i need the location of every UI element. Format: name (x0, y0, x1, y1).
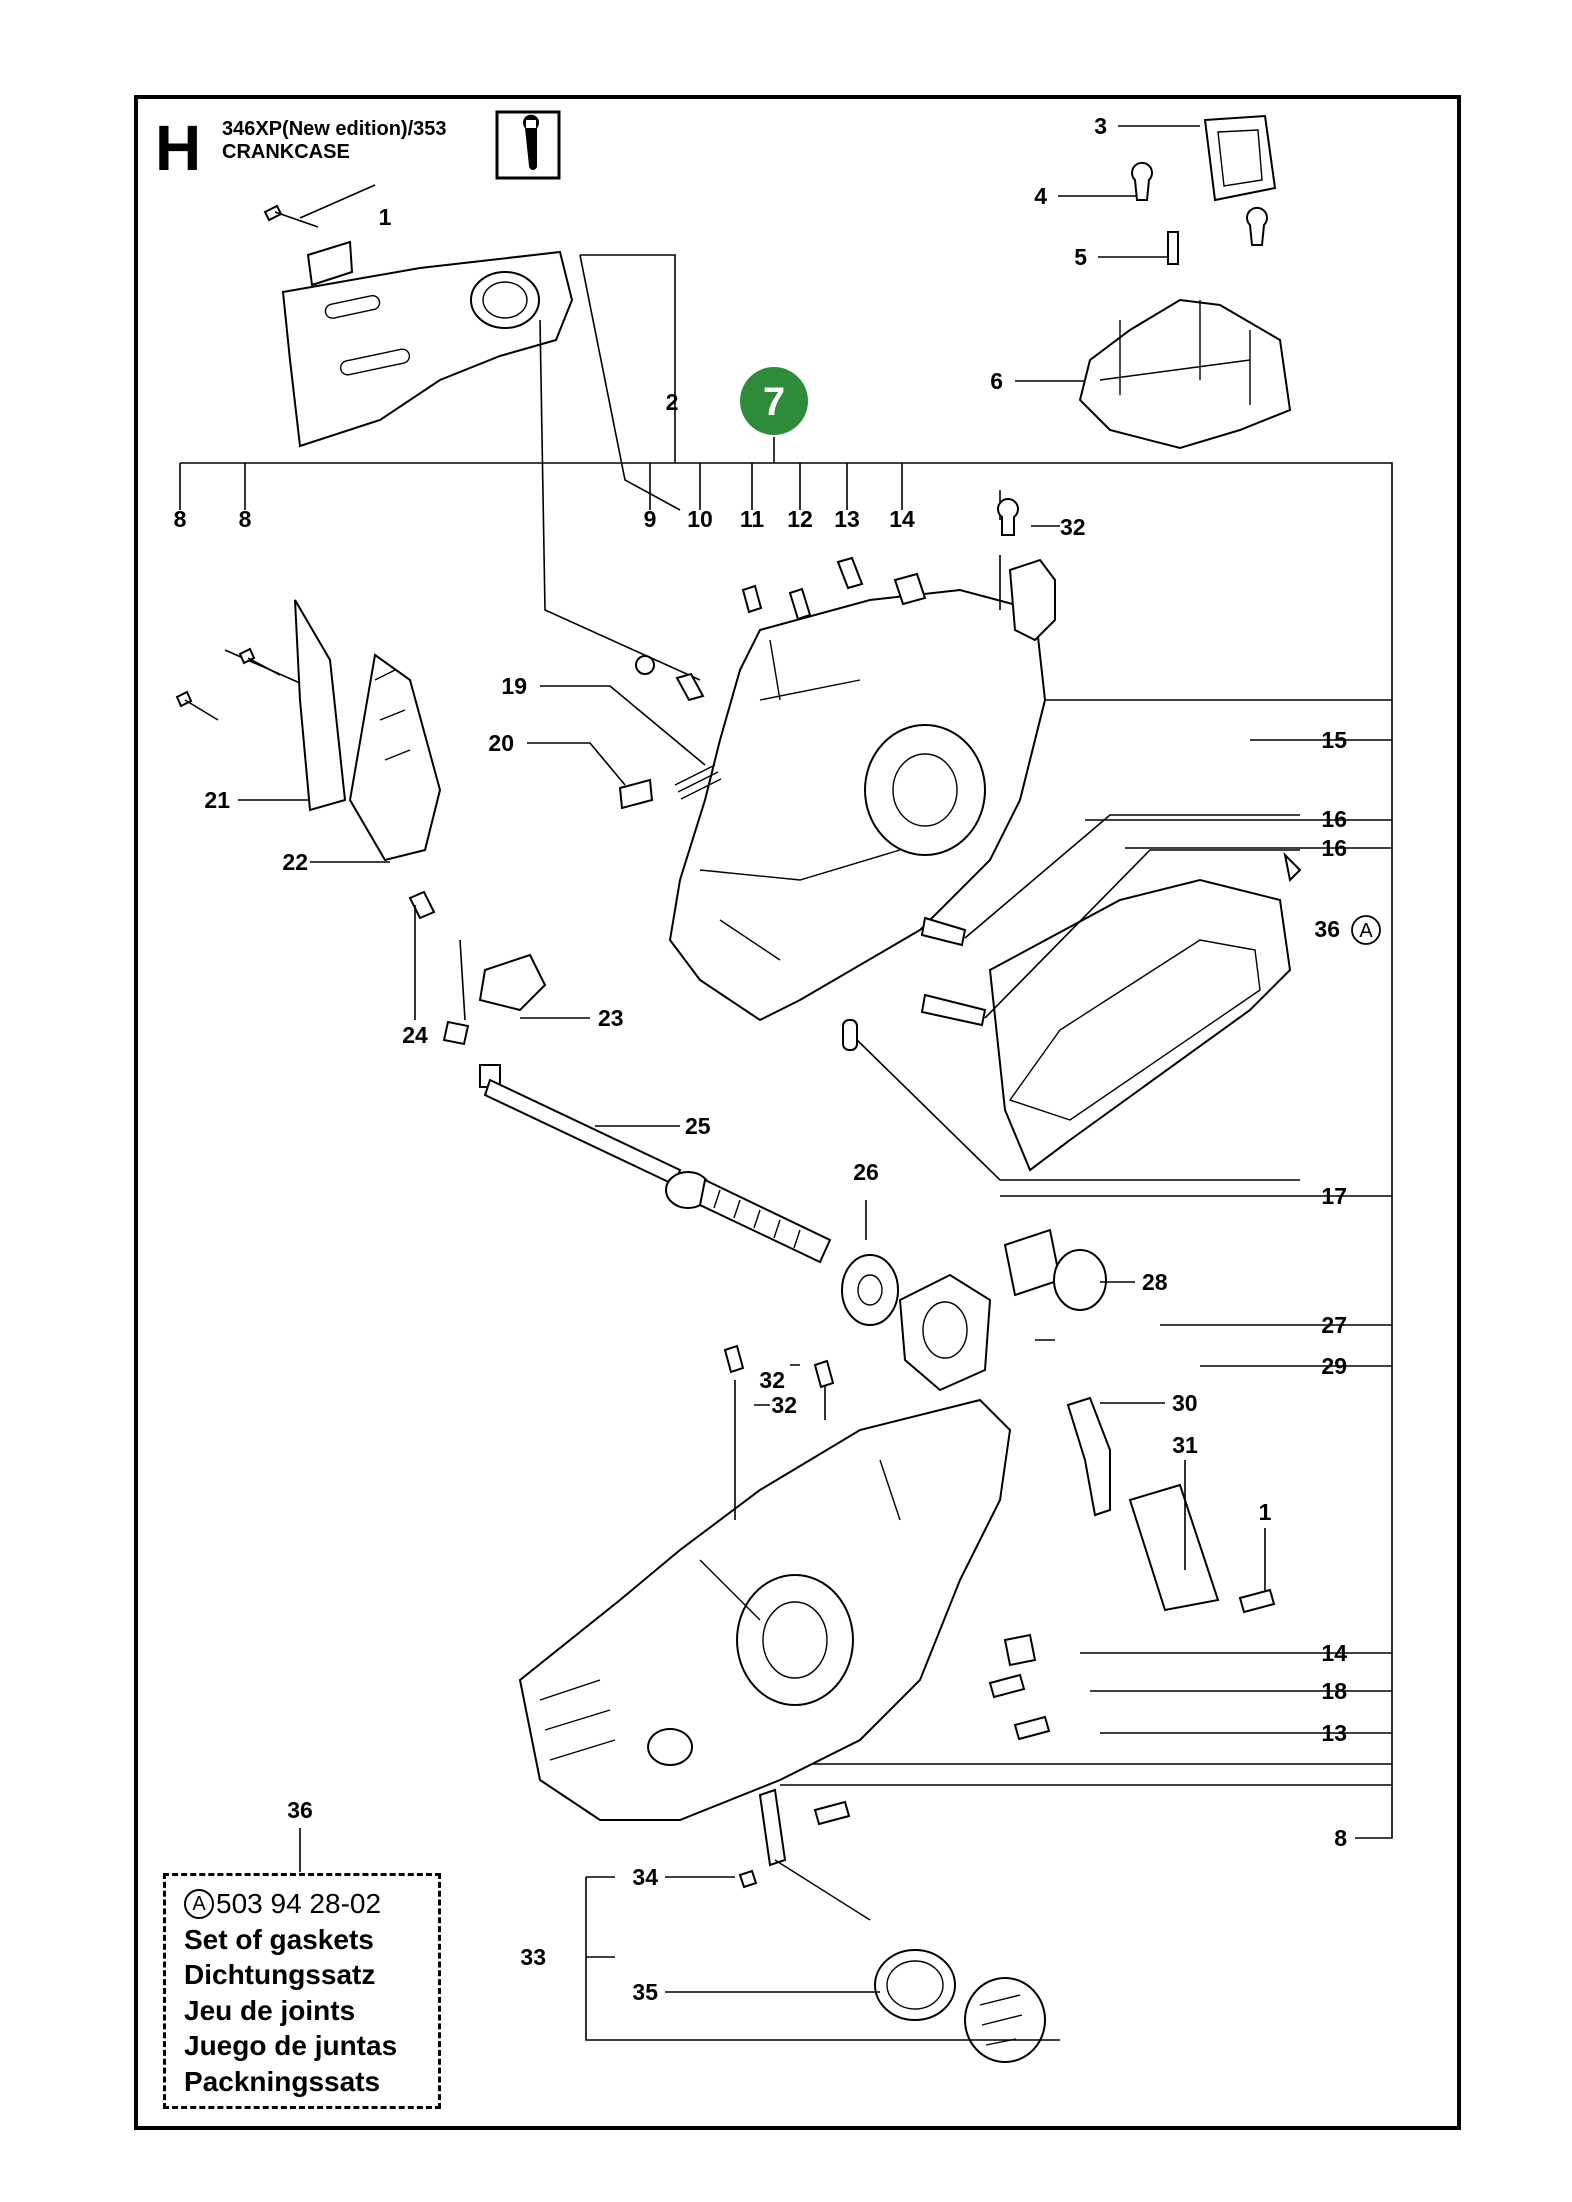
fuel-cap-parts (585, 1788, 1060, 2063)
callout-28: 28 (1142, 1269, 1168, 1295)
callout-15: 15 (1321, 727, 1347, 753)
callout-4: 4 (1034, 183, 1047, 209)
crankcase-half-lower (518, 1398, 1012, 1821)
callout-36-box: 36 (287, 1797, 313, 1823)
section-title: CRANKCASE (222, 141, 350, 163)
gasket-name-fr: Jeu de joints (184, 1994, 356, 2026)
upper-bolts (635, 498, 1060, 702)
callout-17: 17 (1321, 1183, 1347, 1209)
callout-1-top: 1 (379, 204, 392, 230)
callout-13-top: 13 (834, 506, 860, 532)
callout-13-bottom: 13 (1321, 1720, 1347, 1746)
callout-32-top: 32 (1060, 514, 1086, 540)
gasket-and-screws (842, 814, 1302, 1181)
callout-16b: 16 (1321, 835, 1347, 861)
callout-32-mid-b: 32 (771, 1392, 797, 1418)
callout-8a: 8 (174, 506, 187, 532)
callout-18: 18 (1321, 1678, 1347, 1704)
callout-8b: 8 (239, 506, 252, 532)
callout-20: 20 (488, 730, 514, 756)
callout-34: 34 (632, 1864, 658, 1890)
callout-8-bottom: 8 (1334, 1825, 1347, 1851)
leader-2 (580, 254, 676, 463)
marker-a-circle: A (1351, 915, 1381, 945)
gasket-name-en: Set of gaskets (184, 1923, 374, 1955)
callout-26: 26 (853, 1159, 879, 1185)
gasket-name-de: Dichtungssatz (184, 1959, 376, 1990)
model-name: 346XP(New edition)/353 (222, 118, 447, 140)
marker-a-icon: A (184, 1889, 214, 1919)
marker-a-letter: A (1359, 920, 1373, 942)
callout-33: 33 (520, 1944, 546, 1970)
gasket-part-number: 503 94 28-02 (216, 1888, 382, 1919)
left-side-parts (175, 599, 590, 1046)
callout-19: 19 (501, 673, 527, 699)
callout-31: 31 (1172, 1432, 1198, 1458)
kit-badge-number: 7 (763, 380, 785, 424)
diagram-frame (134, 95, 1461, 2130)
callout-6: 6 (990, 368, 1003, 394)
right-lower-parts (723, 1344, 1276, 1826)
callout-2: 2 (666, 389, 679, 415)
callout-16a: 16 (1321, 806, 1347, 832)
callout-10: 10 (687, 506, 713, 532)
callout-22: 22 (282, 849, 308, 875)
callout-3: 3 (1094, 113, 1107, 139)
chain-guard-part (263, 184, 701, 681)
wrench-icon (495, 110, 561, 180)
kit-badge: 7 (740, 367, 808, 435)
callout-12: 12 (787, 506, 813, 532)
spring-and-pin (527, 685, 722, 810)
callout-11: 11 (740, 506, 765, 532)
callout-35: 35 (632, 1979, 658, 2005)
crankshaft-assembly (479, 1064, 1135, 1392)
gasket-name-es: Juego de juntas (184, 2030, 398, 2061)
callout-32-mid-a: 32 (759, 1367, 785, 1393)
callout-9: 9 (644, 506, 657, 532)
callout-14-top: 14 (889, 506, 915, 532)
callout-25: 25 (685, 1113, 711, 1139)
callout-24: 24 (402, 1022, 428, 1048)
callout-30: 30 (1172, 1390, 1198, 1416)
callout-27: 27 (1321, 1312, 1347, 1338)
callout-29: 29 (1321, 1353, 1347, 1379)
kit-bracket (180, 462, 1393, 1839)
carburetor-cover-parts (1015, 114, 1292, 450)
callout-36-top: 36 (1314, 916, 1340, 942)
callout-14-bottom: 14 (1321, 1640, 1347, 1666)
callout-23: 23 (598, 1005, 624, 1031)
callout-labels: 3 4 5 6 1 2 8 8 9 10 11 12 13 14 32 19 2… (174, 113, 1348, 2005)
crankcase-half-upper (668, 490, 1056, 1022)
callout-5: 5 (1074, 244, 1087, 270)
callout-1-bottom: 1 (1259, 1499, 1272, 1525)
section-letter: H (155, 112, 201, 184)
gasket-name-sv: Packningssats (184, 2065, 381, 2097)
callout-21: 21 (204, 787, 230, 813)
